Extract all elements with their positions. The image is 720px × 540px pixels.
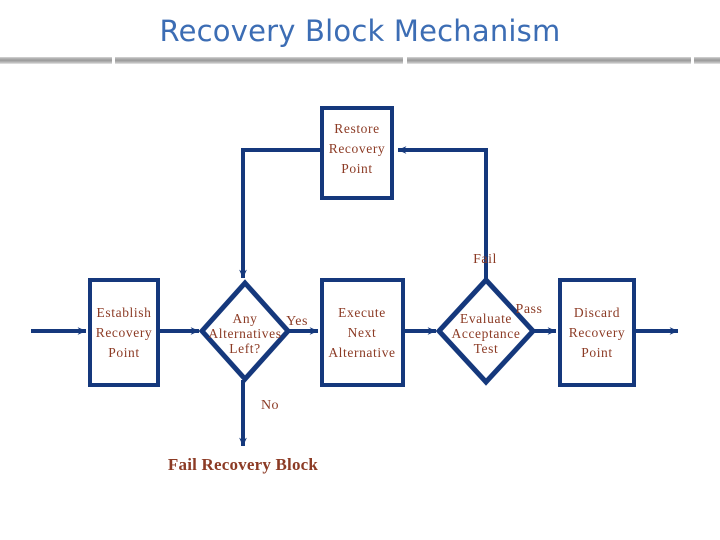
node-any-alternatives-left-line3: Left? bbox=[229, 341, 260, 356]
node-establish-recovery-point-line1: Establish bbox=[97, 305, 152, 320]
edge-label-no: No bbox=[261, 398, 279, 413]
divider-segment bbox=[115, 57, 403, 64]
node-establish-recovery-point[interactable]: Establish Recovery Point bbox=[88, 278, 160, 387]
edge-label-pass: Pass bbox=[516, 302, 543, 317]
node-discard-recovery-point-line1: Discard bbox=[574, 305, 620, 320]
node-any-alternatives-left-shape bbox=[198, 279, 292, 383]
node-any-alternatives-left[interactable]: Any Alternatives Left? bbox=[198, 279, 292, 383]
node-restore-recovery-point-line1: Restore bbox=[334, 121, 379, 136]
connector-fail-to-restore bbox=[397, 146, 488, 280]
node-execute-next-alternative-line1: Execute bbox=[338, 305, 386, 320]
node-any-alternatives-left-line1: Any bbox=[232, 311, 257, 326]
node-restore-recovery-point-shape bbox=[320, 106, 394, 200]
node-execute-next-alternative[interactable]: Execute Next Alternative bbox=[320, 278, 405, 387]
node-restore-recovery-point[interactable]: Restore Recovery Point bbox=[320, 106, 394, 200]
terminal-fail-recovery-block: Fail Recovery Block bbox=[168, 455, 318, 474]
node-evaluate-acceptance-test-line2: Acceptance bbox=[452, 326, 521, 341]
node-establish-recovery-point-line2: Recovery bbox=[96, 325, 153, 340]
node-execute-next-alternative-shape bbox=[320, 278, 405, 387]
node-evaluate-acceptance-test[interactable]: Evaluate Acceptance Test bbox=[435, 276, 537, 386]
node-discard-recovery-point-shape bbox=[558, 278, 636, 387]
node-establish-recovery-point-shape bbox=[88, 278, 160, 387]
edge-label-yes: Yes bbox=[286, 314, 308, 329]
node-any-alternatives-left-line2: Alternatives bbox=[208, 326, 281, 341]
node-evaluate-acceptance-test-line1: Evaluate bbox=[460, 311, 512, 326]
node-evaluate-acceptance-test-line3: Test bbox=[474, 341, 499, 356]
title-bar: Recovery Block Mechanism bbox=[0, 8, 720, 54]
edge-label-fail: Fail bbox=[473, 252, 497, 267]
node-establish-recovery-point-line3: Point bbox=[108, 345, 140, 360]
divider-segment bbox=[0, 57, 112, 64]
node-execute-next-alternative-line2: Next bbox=[348, 325, 377, 340]
node-discard-recovery-point-line2: Recovery bbox=[569, 325, 626, 340]
divider-segment bbox=[407, 57, 691, 64]
page-title: Recovery Block Mechanism bbox=[159, 13, 561, 48]
connector-restore-to-alternatives bbox=[239, 148, 322, 279]
node-evaluate-acceptance-test-shape bbox=[435, 276, 537, 386]
title-divider bbox=[0, 57, 720, 64]
node-discard-recovery-point[interactable]: Discard Recovery Point bbox=[558, 278, 636, 387]
node-discard-recovery-point-line3: Point bbox=[581, 345, 613, 360]
node-restore-recovery-point-line2: Recovery bbox=[329, 141, 386, 156]
node-restore-recovery-point-line3: Point bbox=[341, 161, 373, 176]
node-execute-next-alternative-line3: Alternative bbox=[328, 345, 395, 360]
divider-segment bbox=[694, 57, 720, 64]
